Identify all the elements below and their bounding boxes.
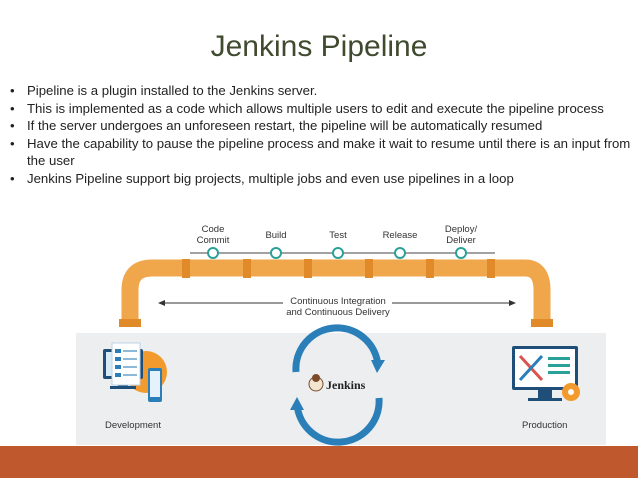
- bullet-item: This is implemented as a code which allo…: [10, 100, 636, 118]
- stage-release: Release: [383, 230, 418, 259]
- jenkins-cycle: Jenkins: [290, 324, 385, 446]
- ci-cd-arrow: [158, 300, 516, 306]
- slide-title: Jenkins Pipeline: [210, 30, 428, 63]
- stage-marker: [455, 247, 467, 259]
- footer-bar: [0, 446, 638, 478]
- ci-cd-label: Continuous Integration: [290, 296, 386, 307]
- stage-marker: [207, 247, 219, 259]
- development-label: Development: [105, 420, 161, 431]
- pipe-joint: [426, 259, 434, 278]
- stage-label: Build: [265, 230, 286, 241]
- cycle-arrow-top: [292, 324, 382, 373]
- stage-test: Test: [329, 230, 347, 259]
- pipe-joint: [487, 259, 495, 278]
- bullet-item: If the server undergoes an unforeseen re…: [10, 117, 636, 135]
- stage-label: Code: [202, 224, 225, 235]
- bullet-item: Have the capability to pause the pipelin…: [10, 135, 636, 170]
- production-icon: [512, 346, 580, 401]
- bullet-item: Pipeline is a plugin installed to the Je…: [10, 82, 636, 100]
- stage-build: Build: [265, 230, 287, 259]
- development-icon: [103, 342, 167, 402]
- stage-code-commit: Code Commit: [197, 224, 230, 259]
- pipe-joint: [243, 259, 251, 278]
- stage-label: Deliver: [446, 235, 476, 246]
- pipe-joint: [365, 259, 373, 278]
- stage-label: Test: [329, 230, 347, 241]
- jenkins-label: Jenkins: [326, 378, 366, 392]
- stage-marker: [270, 247, 282, 259]
- stage-label: Deploy/: [445, 224, 478, 235]
- production-label: Production: [522, 420, 567, 431]
- pipe-joint: [304, 259, 312, 278]
- stage-deploy-deliver: Deploy/ Deliver: [445, 224, 478, 259]
- ci-cd-label: and Continuous Delivery: [286, 307, 390, 318]
- pipe-joint: [182, 259, 190, 278]
- pipeline-pipe: [119, 259, 553, 327]
- bullet-list: Pipeline is a plugin installed to the Je…: [10, 82, 636, 187]
- stage-marker: [332, 247, 344, 259]
- stage-label: Commit: [197, 235, 230, 246]
- bullet-item: Jenkins Pipeline support big projects, m…: [10, 170, 636, 188]
- stage-marker: [394, 247, 406, 259]
- cycle-arrow-bottom: [293, 397, 383, 446]
- stage-label: Release: [383, 230, 418, 241]
